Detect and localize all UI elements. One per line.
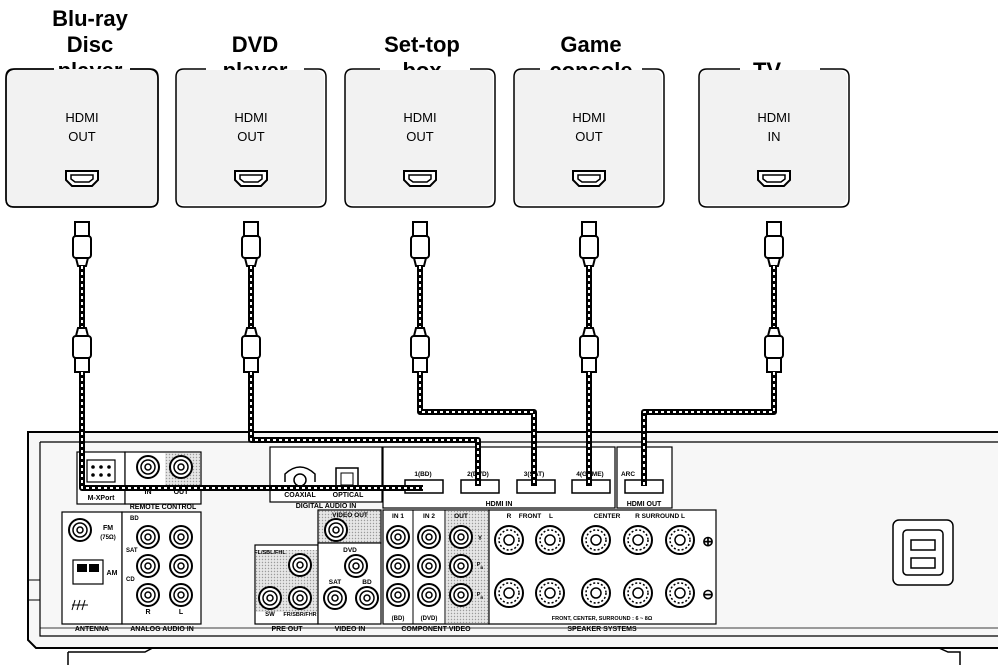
svg-text:SPEAKER SYSTEMS: SPEAKER SYSTEMS — [567, 626, 637, 633]
svg-text:VIDEO IN: VIDEO IN — [335, 626, 366, 633]
svg-text:CENTER: CENTER — [594, 513, 621, 520]
svg-text:HDMI: HDMI — [572, 110, 605, 125]
svg-text:OUT: OUT — [575, 129, 603, 144]
svg-text:(BD): (BD) — [392, 616, 405, 622]
svg-text:OUT: OUT — [174, 489, 190, 496]
svg-text:R: R — [145, 609, 150, 616]
receiver-panel: M-XPort IN OUT REMOTE CONTROL COAXIAL OP… — [27, 431, 998, 665]
hdmi-port-icon — [572, 170, 606, 187]
svg-text:HDMI OUT: HDMI OUT — [627, 501, 662, 508]
svg-text:DVD: DVD — [343, 547, 357, 554]
svg-text:HDMI IN: HDMI IN — [486, 501, 513, 508]
svg-text:PB: PB — [477, 562, 484, 570]
svg-text:FRONT: FRONT — [519, 513, 541, 520]
svg-text:DIGITAL AUDIO IN: DIGITAL AUDIO IN — [296, 503, 357, 510]
device-box-settop: HDMI OUT — [344, 68, 496, 208]
svg-text:HDMI: HDMI — [757, 110, 790, 125]
svg-text:R: R — [507, 513, 512, 520]
hdmi-port-icon — [234, 170, 268, 187]
svg-text:L: L — [179, 609, 184, 616]
svg-text:OUT: OUT — [406, 129, 434, 144]
svg-text:BD: BD — [130, 516, 139, 522]
svg-text:COAXIAL: COAXIAL — [284, 492, 316, 499]
port-label-line2: OUT — [68, 129, 96, 144]
svg-text:IN 1: IN 1 — [392, 513, 404, 520]
svg-text:ANTENNA: ANTENNA — [75, 626, 109, 633]
svg-text:HDMI: HDMI — [403, 110, 436, 125]
svg-text:VIDEO OUT: VIDEO OUT — [332, 512, 368, 519]
svg-text:OUT: OUT — [454, 513, 468, 520]
svg-text:M-XPort: M-XPort — [88, 495, 116, 502]
svg-text:FR/SBR/FHR: FR/SBR/FHR — [283, 612, 316, 618]
svg-text:OUT: OUT — [237, 129, 265, 144]
svg-text:FL/SBL/FHL: FL/SBL/FHL — [254, 550, 286, 556]
device-box-game: HDMI OUT — [513, 68, 665, 208]
svg-text:(DVD): (DVD) — [421, 616, 438, 622]
svg-text:BD: BD — [362, 579, 372, 586]
svg-text:FRONT, CENTER, SURROUND : 6 ~: FRONT, CENTER, SURROUND : 6 ~ 8Ω — [552, 616, 653, 622]
svg-text:REMOTE CONTROL: REMOTE CONTROL — [130, 504, 197, 511]
svg-text:PRE OUT: PRE OUT — [271, 626, 303, 633]
svg-text:PR: PR — [477, 592, 484, 600]
power-inlet-icon — [892, 519, 954, 586]
hdmi-port-icon — [757, 170, 791, 187]
svg-text:⊕: ⊕ — [702, 533, 714, 549]
svg-text:IN 2: IN 2 — [423, 513, 435, 520]
svg-text:FM: FM — [103, 525, 113, 532]
svg-text:Y: Y — [478, 536, 482, 542]
svg-text:SAT: SAT — [329, 579, 342, 586]
svg-text:CD: CD — [126, 577, 135, 583]
cable-routing — [79, 372, 777, 491]
svg-text:⊖: ⊖ — [702, 586, 714, 602]
svg-text:L: L — [549, 513, 553, 520]
svg-text:ARC: ARC — [621, 471, 635, 478]
device-box-bluray: HDMI OUT — [5, 68, 159, 208]
svg-text:IN: IN — [145, 489, 152, 496]
svg-text:SAT: SAT — [126, 548, 138, 554]
hdmi-port-icon — [65, 170, 99, 187]
svg-text:IN: IN — [768, 129, 781, 144]
svg-text:SW: SW — [265, 612, 275, 618]
device-box-tv: HDMI IN — [698, 68, 850, 208]
port-label-line1: HDMI — [65, 110, 98, 125]
svg-text:1(BD): 1(BD) — [414, 471, 431, 478]
device-box-dvd: HDMI OUT — [175, 68, 327, 208]
hdmi-port-icon — [403, 170, 437, 187]
svg-text:OPTICAL: OPTICAL — [333, 492, 364, 499]
svg-text:R SURROUND L: R SURROUND L — [635, 513, 685, 520]
svg-text:AM: AM — [107, 570, 118, 577]
hdmi-cables — [72, 221, 784, 373]
svg-text:COMPONENT VIDEO: COMPONENT VIDEO — [401, 626, 471, 633]
svg-text:HDMI: HDMI — [234, 110, 267, 125]
svg-text:ANALOG AUDIO IN: ANALOG AUDIO IN — [130, 626, 194, 633]
svg-text:(75Ω): (75Ω) — [100, 535, 115, 541]
